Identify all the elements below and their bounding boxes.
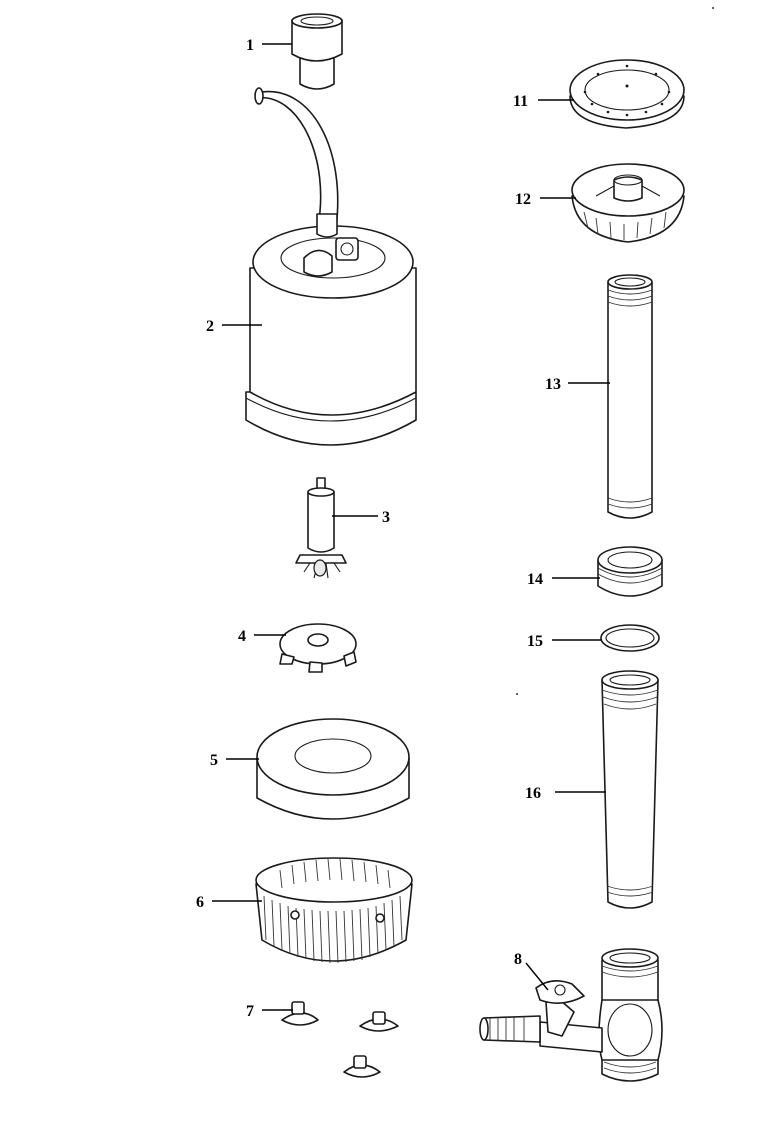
part-11-fountain-cap — [569, 59, 685, 129]
part-13-extension-tube — [607, 274, 653, 519]
speck — [712, 7, 714, 9]
part-2-pump-housing — [245, 87, 417, 446]
part-14-coupling-nut — [597, 546, 663, 597]
label-14: 14 — [527, 571, 543, 588]
label-8: 8 — [514, 951, 522, 968]
label-12: 12 — [515, 191, 531, 208]
part-6-intake-cage — [255, 857, 413, 964]
part-12-fountain-base — [571, 163, 685, 243]
part-3-impeller — [295, 477, 347, 579]
speck — [516, 693, 518, 695]
label-1: 1 — [246, 37, 254, 54]
suction-cup-2 — [359, 1011, 399, 1032]
part-15-o-ring — [600, 624, 660, 652]
label-7: 7 — [246, 1003, 254, 1020]
label-11: 11 — [513, 93, 528, 110]
part-4-impeller-cover — [279, 623, 357, 673]
label-4: 4 — [238, 628, 246, 645]
suction-cup-1 — [281, 1001, 319, 1026]
label-6: 6 — [196, 894, 204, 911]
label-5: 5 — [210, 752, 218, 769]
label-16: 16 — [525, 785, 541, 802]
label-3: 3 — [382, 509, 390, 526]
leader-line-8 — [525, 962, 549, 991]
suction-cup-3 — [343, 1055, 381, 1078]
part-5-foam-filter — [256, 718, 410, 820]
label-2: 2 — [206, 318, 214, 335]
part-16-extension-tube — [601, 670, 659, 909]
label-13: 13 — [545, 376, 561, 393]
label-15: 15 — [527, 633, 543, 650]
part-8-t-connector-valve — [479, 948, 663, 1082]
part-1-hose-connector — [291, 13, 343, 90]
part-7-suction-cups — [281, 1001, 399, 1078]
